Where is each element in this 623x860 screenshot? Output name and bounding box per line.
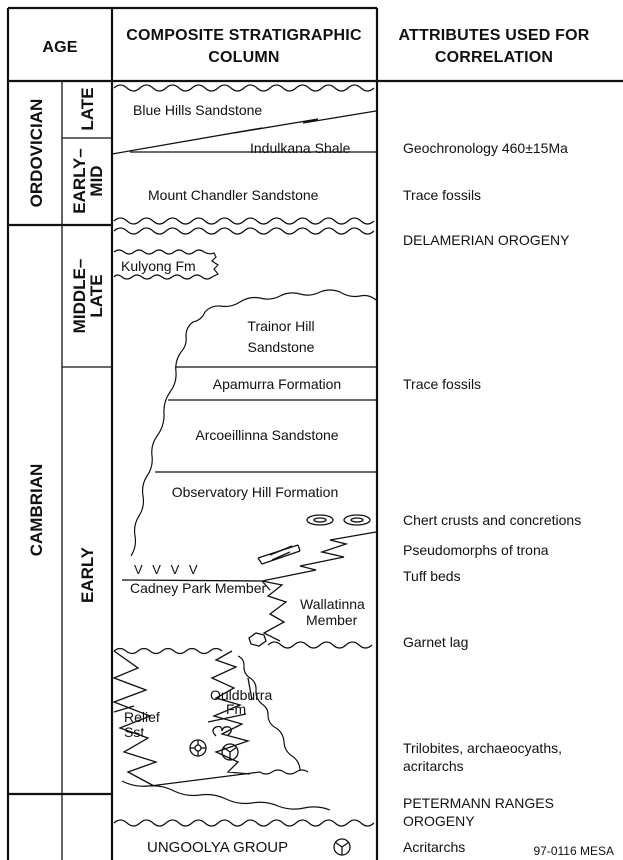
attr-petermann-line1: PETERMANN RANGES [403, 795, 554, 811]
unit-indulkana: Indulkana Shale [250, 140, 351, 156]
relief-outline [112, 650, 159, 787]
trona-pseudomorph-symbol [257, 544, 301, 565]
unconformity-garnet [267, 641, 373, 649]
unit-wallatinna-line1: Wallatinna [300, 596, 365, 612]
unit-observatory: Observatory Hill Formation [172, 484, 339, 500]
trilobite-symbol [212, 725, 232, 737]
epoch-middle-late-line1: MIDDLE– [70, 259, 89, 334]
unit-arcoeillinna: Arcoeillinna Sandstone [195, 427, 338, 443]
attr-garnet: Garnet lag [403, 634, 468, 650]
header-column-line1: COMPOSITE STRATIGRAPHIC [126, 27, 362, 44]
wallatinna-outline [261, 580, 288, 642]
ouldburra-top-wavy [113, 647, 223, 655]
unit-relief-line1: Relief [124, 709, 160, 725]
period-cambrian: CAMBRIAN [27, 464, 46, 557]
blue-hills-indulkana-contact [111, 110, 377, 155]
acritarch-symbol [221, 743, 239, 761]
attr-tuff: Tuff beds [403, 568, 461, 584]
attr-trace-fossils-2: Trace fossils [403, 376, 481, 392]
unit-wallatinna-line2: Member [306, 612, 358, 628]
unit-kulyong: Kulyong Fm [121, 258, 196, 274]
tuff-v-symbols: V V V V [134, 562, 201, 577]
attr-acritarchs: Acritarchs [403, 839, 465, 855]
relief-label-bracket [113, 705, 135, 713]
unit-cadney: Cadney Park Member [130, 580, 267, 596]
attr-trona: Pseudomorphs of trona [403, 542, 549, 558]
ouldburra-right-wavy [237, 655, 301, 771]
attr-trace-fossils-1: Trace fossils [403, 187, 481, 203]
unit-trainor-line2: Sandstone [248, 339, 315, 355]
unconformity-cambrian-top [113, 227, 375, 235]
observatory-base-contact [261, 531, 377, 582]
ouldburra-lower-boundary [149, 769, 309, 787]
unit-blue-hills: Blue Hills Sandstone [133, 102, 262, 118]
table-frame [6, 6, 623, 860]
ouldburra-label-bracket [207, 677, 253, 723]
unit-trainor-line1: Trainor Hill [247, 318, 314, 334]
ouldburra-relief-interfinger [210, 650, 251, 775]
epoch-early: EARLY [78, 546, 97, 603]
attr-chert: Chert crusts and concretions [403, 512, 581, 528]
attr-geochronology: Geochronology 460±15Ma [403, 140, 568, 156]
header-age: AGE [42, 39, 77, 56]
epoch-early-mid-line2: MID [87, 165, 106, 196]
unit-ungoolya: UNGOOLYA GROUP [147, 839, 288, 856]
unconformity-ungoolya [113, 819, 375, 827]
header-column-line2: COLUMN [208, 49, 279, 66]
unit-mount-chandler: Mount Chandler Sandstone [148, 187, 319, 203]
ouldburra-basal-wavy [121, 780, 331, 811]
header-attributes-line2: CORRELATION [435, 49, 553, 66]
unconformity-ordovician-base [113, 217, 375, 225]
attr-trilobites-line2: acritarchs [403, 758, 464, 774]
period-ordovician: ORDOVICIAN [27, 99, 46, 208]
attr-trilobites-line1: Trilobites, archaeocyaths, [403, 740, 562, 756]
cadney-top-contact [121, 579, 263, 582]
trainor-wavy-top [130, 289, 377, 557]
epoch-early-mid-line1: EARLY– [70, 148, 89, 214]
figure-id: 97-0116 MESA [534, 844, 615, 858]
kulyong-fm-outline [113, 249, 219, 280]
epoch-middle-late-line2: LATE [87, 274, 106, 317]
epoch-late: LATE [78, 87, 97, 130]
ungoolya-acritarch-icon [333, 838, 351, 856]
header-attributes-line1: ATTRIBUTES USED FOR [398, 27, 589, 44]
unconformity-top [113, 84, 375, 92]
unit-apamurra: Apamurra Formation [213, 376, 341, 392]
archaeocyath-symbol [189, 739, 207, 757]
attr-petermann-line2: OROGENY [403, 813, 475, 829]
unit-ouldburra-line2: Fm [226, 701, 246, 717]
chert-concretion-symbols [306, 514, 371, 526]
unit-ouldburra-line1: Ouldburra [210, 687, 272, 703]
cadney-base [261, 580, 271, 591]
attr-delamerian: DELAMERIAN OROGENY [403, 232, 570, 248]
unit-relief-line2: Sst [124, 724, 144, 740]
garnet-symbol [248, 632, 267, 647]
